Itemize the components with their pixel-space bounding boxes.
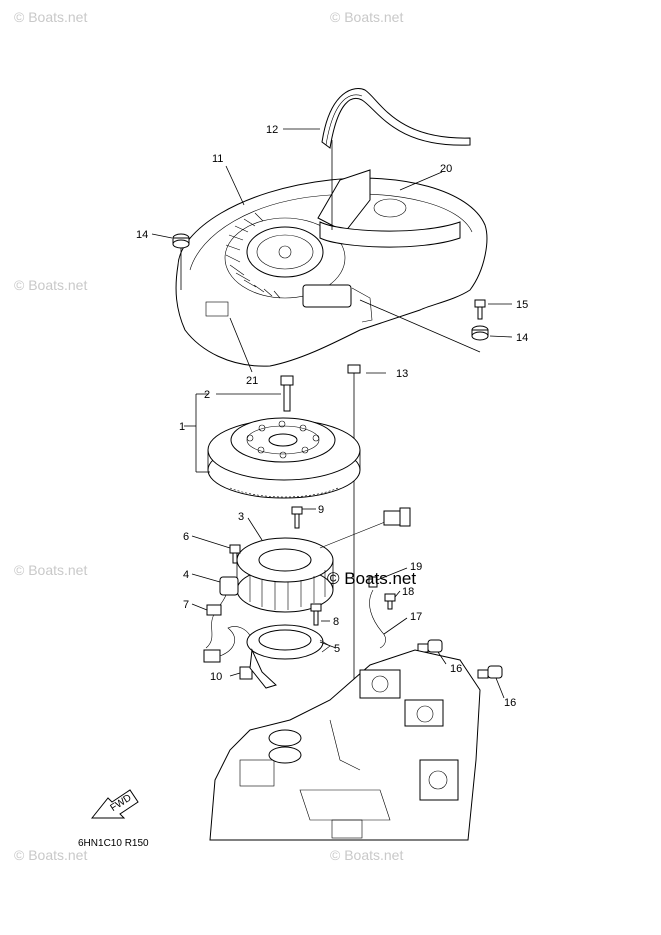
watermark-mid-left: © Boats.net — [14, 277, 87, 293]
engine-block — [209, 649, 481, 841]
callout-4: 4 — [183, 569, 189, 581]
callout-21: 21 — [246, 375, 258, 387]
callout-7: 7 — [183, 599, 189, 611]
part-14-grommet-left — [172, 233, 190, 290]
callout-5: 5 — [334, 643, 340, 655]
callout-20: 20 — [440, 163, 452, 175]
watermark-bottom-right: © Boats.net — [330, 847, 403, 863]
callout-16-b: 16 — [504, 697, 516, 709]
diagram-code: 6HN1C10 R150 — [78, 838, 149, 849]
callout-19: 19 — [410, 561, 422, 573]
callout-6: 6 — [183, 531, 189, 543]
callout-14-right: 14 — [516, 332, 528, 344]
callout-15: 15 — [516, 299, 528, 311]
watermark-low-left: © Boats.net — [14, 562, 87, 578]
callout-11: 11 — [212, 153, 223, 165]
part-9-bolt — [291, 506, 303, 529]
part-5-base — [246, 624, 331, 689]
part-17-lead — [369, 589, 386, 649]
part-11-flywheel-cover — [175, 169, 488, 367]
fwd-arrow-icon: FWD — [90, 789, 139, 819]
callout-3: 3 — [238, 511, 244, 523]
part-8-bolt — [310, 603, 322, 626]
wire-harness-left — [203, 626, 253, 663]
part-7-clamp — [206, 604, 222, 616]
watermark-top-right: © Boats.net — [330, 9, 403, 25]
part-1-flywheel — [207, 417, 361, 499]
part-15-bolt — [474, 299, 486, 320]
watermark-bottom-left: © Boats.net — [14, 847, 87, 863]
part-14-grommet-right — [471, 325, 489, 341]
part-4-pulser-coil — [205, 576, 239, 649]
leader-lines — [151, 128, 513, 699]
callout-18: 18 — [402, 586, 414, 598]
callout-9: 9 — [318, 504, 324, 516]
stator-connector — [383, 507, 411, 527]
callout-17: 17 — [410, 611, 422, 623]
part-18-bolt — [384, 593, 396, 610]
watermark-top-left: © Boats.net — [14, 9, 87, 25]
callout-1: 1 — [179, 421, 185, 433]
callout-8: 8 — [333, 616, 339, 628]
callout-16-a: 16 — [450, 663, 462, 675]
part-2-bolt — [280, 375, 294, 412]
callout-labels: 1 2 3 4 5 6 7 8 9 10 11 12 13 14 14 15 1… — [136, 124, 528, 709]
part-12-hose — [321, 87, 471, 149]
callout-2: 2 — [204, 389, 210, 401]
part-6-bolt — [229, 544, 241, 564]
watermark-center: © Boats.net — [327, 569, 416, 588]
part-19-sensor — [368, 576, 378, 588]
part-16-grommet-a — [417, 639, 443, 653]
part-3-stator — [236, 521, 386, 613]
part-16-grommet-b — [477, 665, 503, 679]
callout-10: 10 — [210, 671, 222, 683]
callout-12: 12 — [266, 124, 278, 136]
callout-14-left: 14 — [136, 229, 148, 241]
callout-13: 13 — [396, 368, 408, 380]
